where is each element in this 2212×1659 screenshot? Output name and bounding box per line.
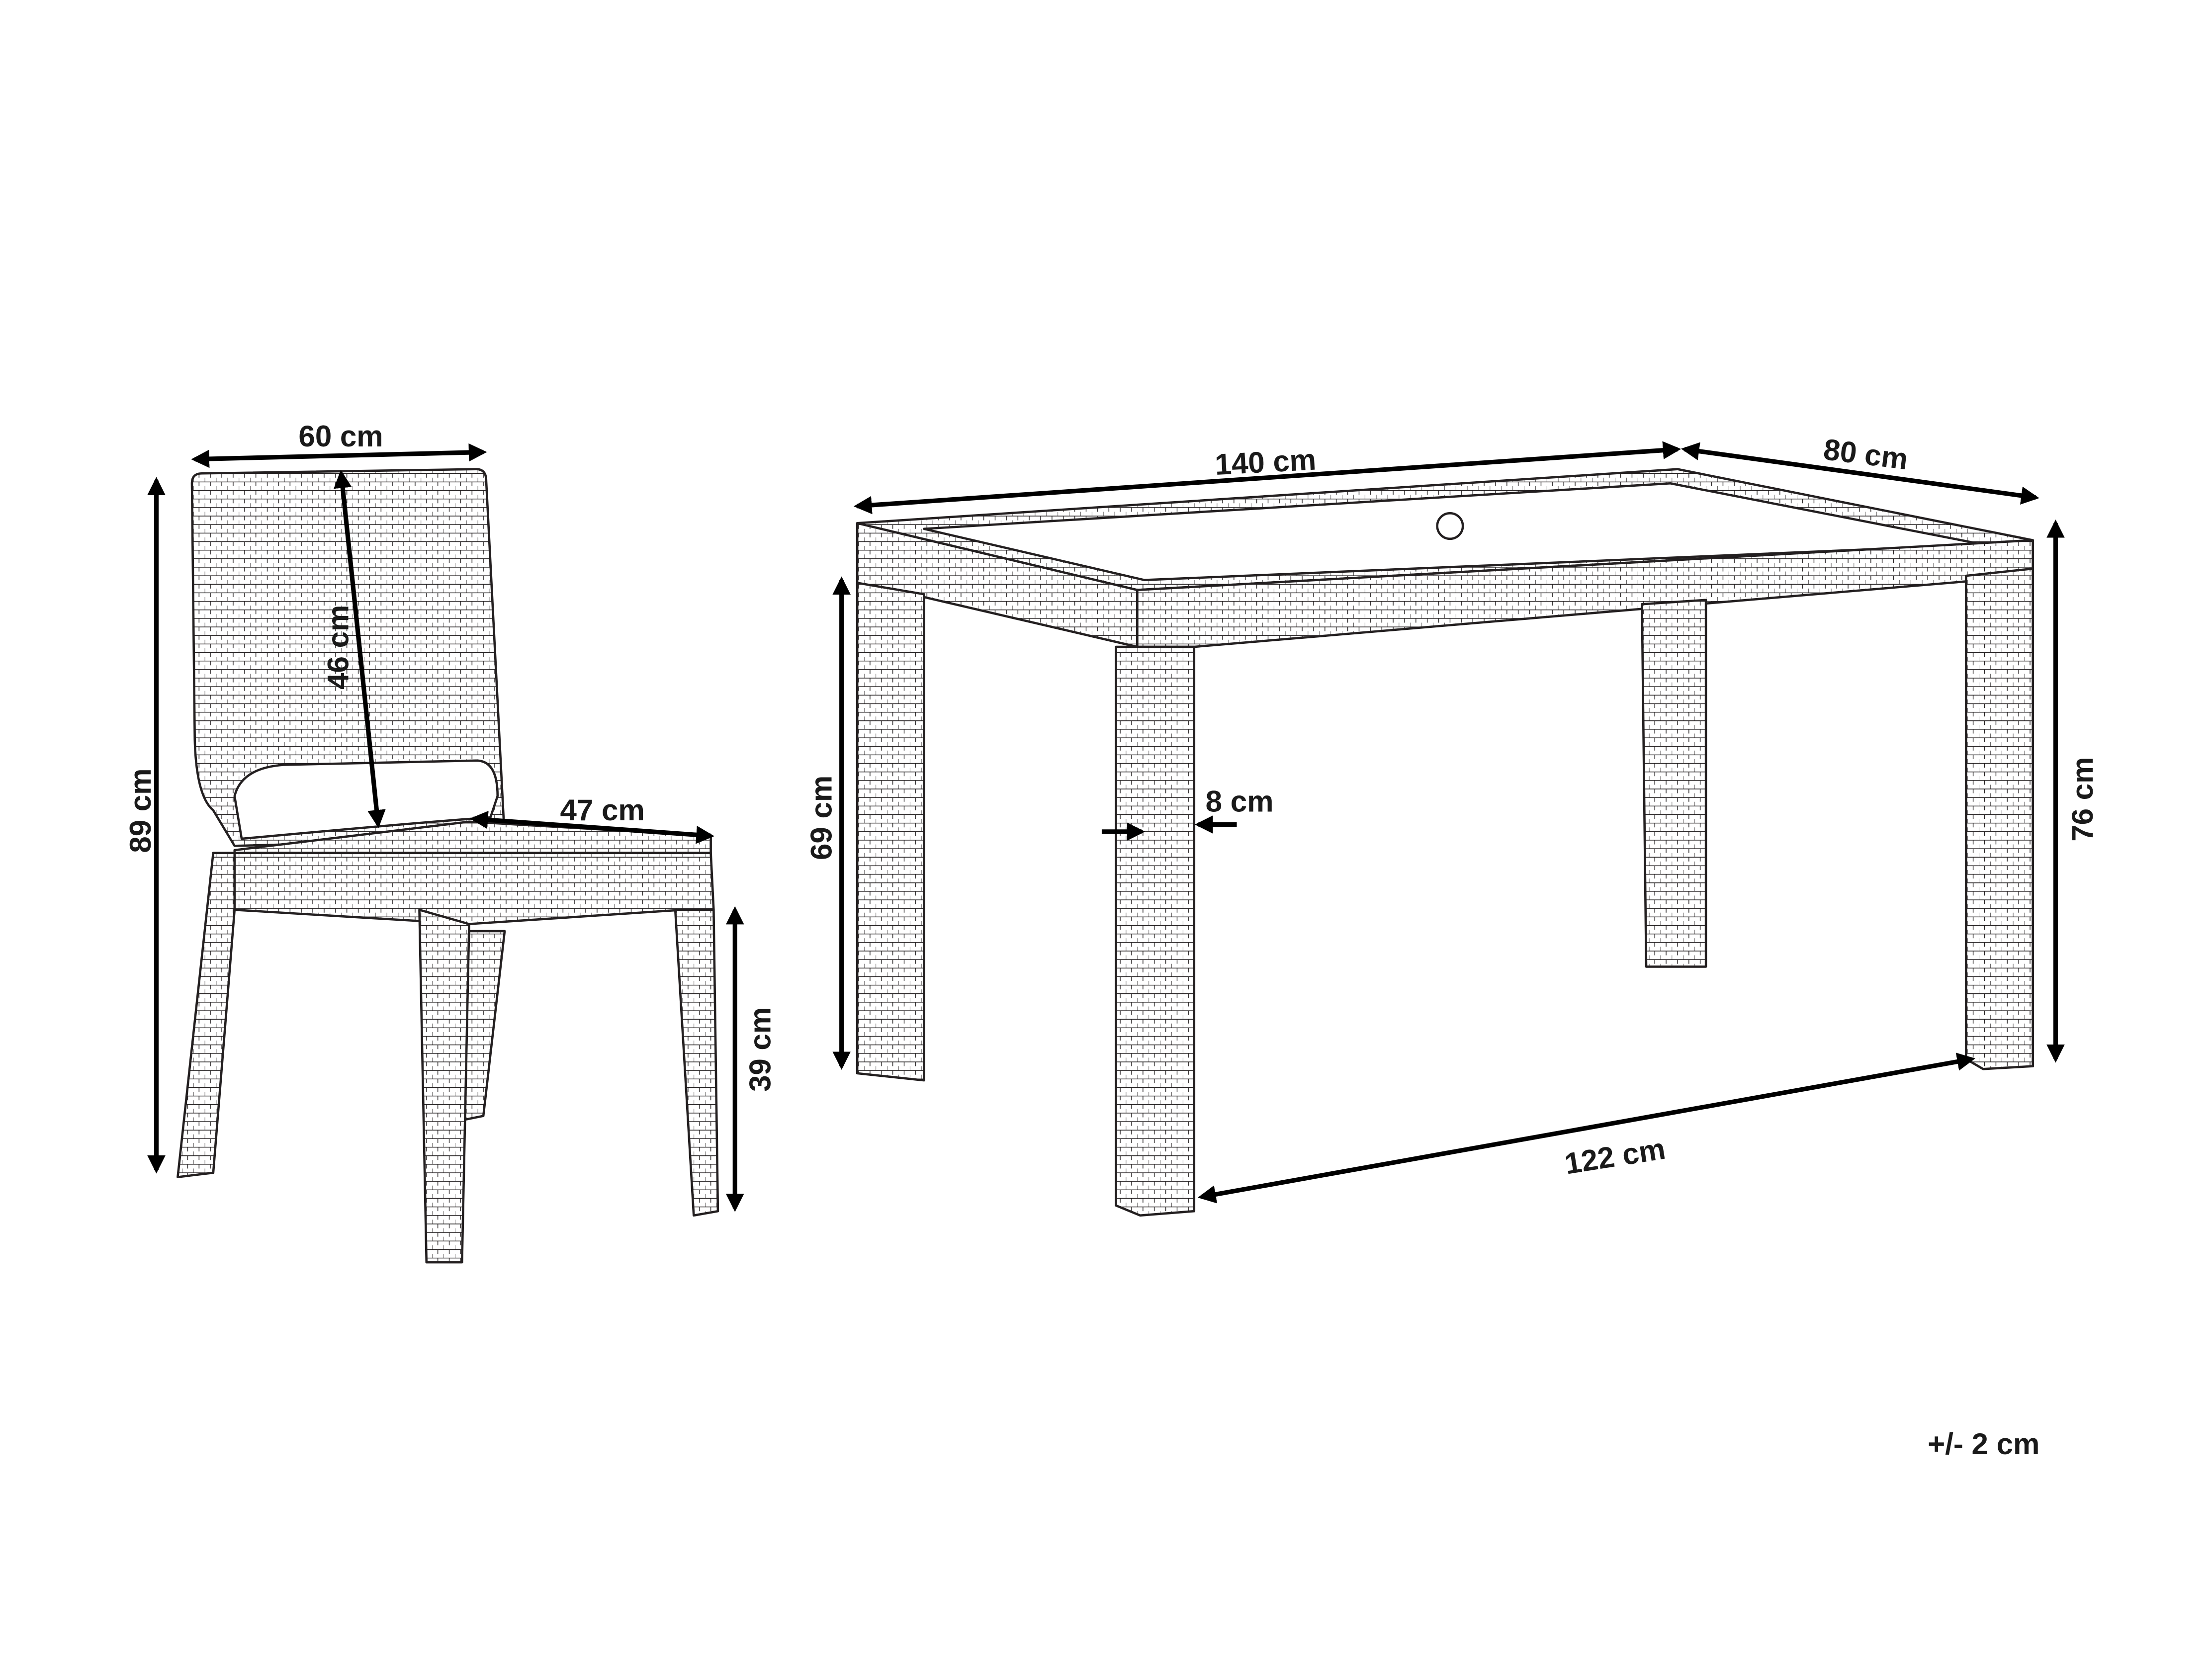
table-drawing: [856, 468, 2035, 1217]
parasol-hole: [1436, 512, 1464, 540]
chair-seat-height-label: 39 cm: [744, 1007, 777, 1092]
chair-depth-arrow: [469, 810, 714, 844]
table-length-label: 140 cm: [1214, 443, 1317, 482]
chair-depth-label: 47 cm: [560, 793, 645, 827]
chair-backrest-arrow: [334, 469, 386, 828]
chair-back-leg-left: [177, 852, 236, 1178]
table-leg-front-left: [1115, 645, 1196, 1217]
table-apron-front: [1136, 539, 2035, 648]
chair-seat-front: [233, 852, 715, 925]
tolerance-label: +/- 2 cm: [1928, 1427, 2039, 1461]
table-height-label: 76 cm: [2066, 757, 2099, 842]
chair-width-arrow: [191, 443, 487, 468]
table-length-arrow: [853, 441, 1681, 515]
dimension-lines: [147, 441, 2065, 1212]
table-leg-front-right: [1965, 567, 2035, 1070]
chair-drawing: [177, 468, 719, 1264]
chair-front-leg-left: [418, 908, 470, 1264]
table-leg-width-label: 8 cm: [1206, 785, 1274, 818]
chair-front-leg-right: [674, 908, 719, 1217]
table-leg-span-label: 122 cm: [1562, 1132, 1668, 1181]
table-width-arrow: [1681, 442, 2039, 505]
table-leg-span-arrow: [1197, 1052, 1975, 1204]
table-leg-back-right: [1641, 599, 1707, 968]
chair-backrest-height-label: 46 cm: [322, 605, 355, 690]
table-clearance-label: 69 cm: [805, 776, 838, 860]
chair-height-label: 89 cm: [124, 768, 157, 853]
table-apron-left: [856, 522, 1139, 648]
chair-width-label: 60 cm: [298, 420, 383, 453]
table-leg-back-left: [856, 582, 925, 1082]
